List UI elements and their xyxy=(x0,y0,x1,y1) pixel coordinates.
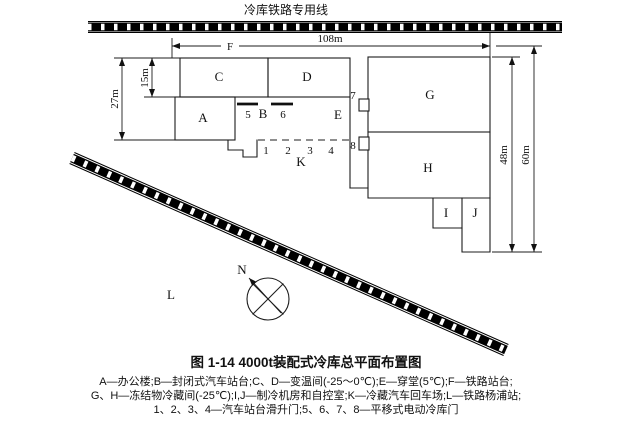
compass-north-label: N xyxy=(237,262,247,277)
door-number-8: 8 xyxy=(350,140,356,152)
room-label-b: B xyxy=(259,106,268,121)
top-railway-track xyxy=(88,21,562,33)
door-number-5: 5 xyxy=(245,109,251,121)
legend-line-1: A—办公楼;B—封闭式汽车站台;C、D—变温间(-25～0℃);E—穿堂(5℃)… xyxy=(99,374,512,388)
room-label-j: J xyxy=(472,205,477,220)
dim-label-15m: 15m xyxy=(139,68,151,88)
dim-label-108m: 108m xyxy=(317,33,343,45)
figure-caption: 图 1-14 4000t装配式冷库总平面布置图 xyxy=(190,354,421,370)
room-label-e: E xyxy=(334,107,342,122)
dimension-60m xyxy=(496,45,542,252)
dim-label-48m: 48m xyxy=(498,145,510,165)
door-number-7: 7 xyxy=(350,90,356,102)
room-label-h: H xyxy=(423,160,432,175)
dimension-27m xyxy=(114,57,180,141)
building-outline xyxy=(174,56,491,253)
dim-label-27m: 27m xyxy=(109,89,121,109)
door-number-4: 4 xyxy=(328,145,334,157)
door-number-1: 1 xyxy=(263,145,269,157)
dimension-15m xyxy=(144,58,180,98)
platform-label-f: F xyxy=(227,41,233,53)
door-number-6: 6 xyxy=(280,109,286,121)
room-label-d: D xyxy=(302,69,311,84)
area-label-k: K xyxy=(296,154,306,169)
compass xyxy=(246,277,290,321)
room-label-a: A xyxy=(198,110,208,125)
top-railway-label: 冷库铁路专用线 xyxy=(244,2,328,17)
diagonal-railway-track xyxy=(69,152,509,356)
room-label-c: C xyxy=(215,69,224,84)
dimension-108m xyxy=(171,33,491,58)
area-label-l: L xyxy=(167,287,175,302)
door-number-3: 3 xyxy=(307,145,313,157)
room-label-i: I xyxy=(444,205,448,220)
legend-line-2: G、H—冻结物冷藏间(-25℃);I,J—制冷机房和自控室;K—冷藏汽车回车场;… xyxy=(91,388,521,402)
room-label-g: G xyxy=(425,87,434,102)
door-number-2: 2 xyxy=(285,145,291,157)
legend-line-3: 1、2、3、4—汽车站台滑升门;5、6、7、8—平移式电动冷库门 xyxy=(154,402,459,416)
dim-label-60m: 60m xyxy=(520,145,532,165)
